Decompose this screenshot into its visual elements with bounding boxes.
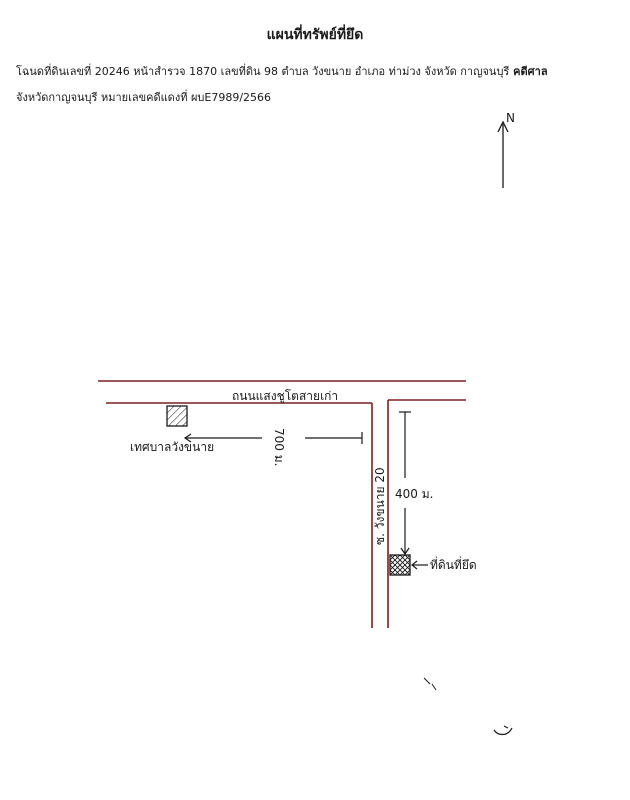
property-pointer-head [411,560,418,570]
distance-arrowhead-south [400,547,410,556]
distance-vertical-label: 400 ม. [395,487,433,501]
seized-property-marker [389,554,411,576]
side-road-label: ซ. วังขนาย 20 [373,467,387,545]
deed-info-line-2: จังหวัดกาญจนบุรี หมายเลขคดีแดงที่ ผบE798… [16,91,272,104]
north-label: N [506,111,515,125]
north-arrow-head [497,120,509,133]
municipality-symbol [166,405,188,427]
stray-mark-lower [493,725,513,736]
municipality-landmark: เทศบาลวังขนาย [130,405,214,454]
distance-vertical: 400 ม. [395,411,433,556]
stray-pen-marks [423,677,513,736]
main-road-label: ถนนแสงชูโตสายเก่า [232,389,338,404]
main-road: ถนนแสงชูโตสายเก่า [98,380,466,404]
document-title: แผนที่ทรัพย์ที่ยึด [266,27,364,43]
seized-property: ที่ดินที่ยึด [389,554,477,576]
distance-horizontal: 700 ม. [183,428,363,466]
distance-horizontal-label: 700 ม. [272,428,286,466]
stray-mark-upper [423,677,437,691]
court-label: คดีศาล [509,65,548,78]
distance-arrowhead-west [183,433,192,443]
property-label: ที่ดินที่ยึด [430,556,477,572]
deed-info-text: โฉนดที่ดินเลขที่ 20246 หน้าสำรวจ 1870 เล… [16,65,510,78]
municipality-label: เทศบาลวังขนาย [130,440,214,454]
north-arrow: N [497,111,515,188]
deed-info-line-1: โฉนดที่ดินเลขที่ 20246 หน้าสำรวจ 1870 เล… [16,62,616,80]
side-road: ซ. วังขนาย 20 [371,400,389,628]
